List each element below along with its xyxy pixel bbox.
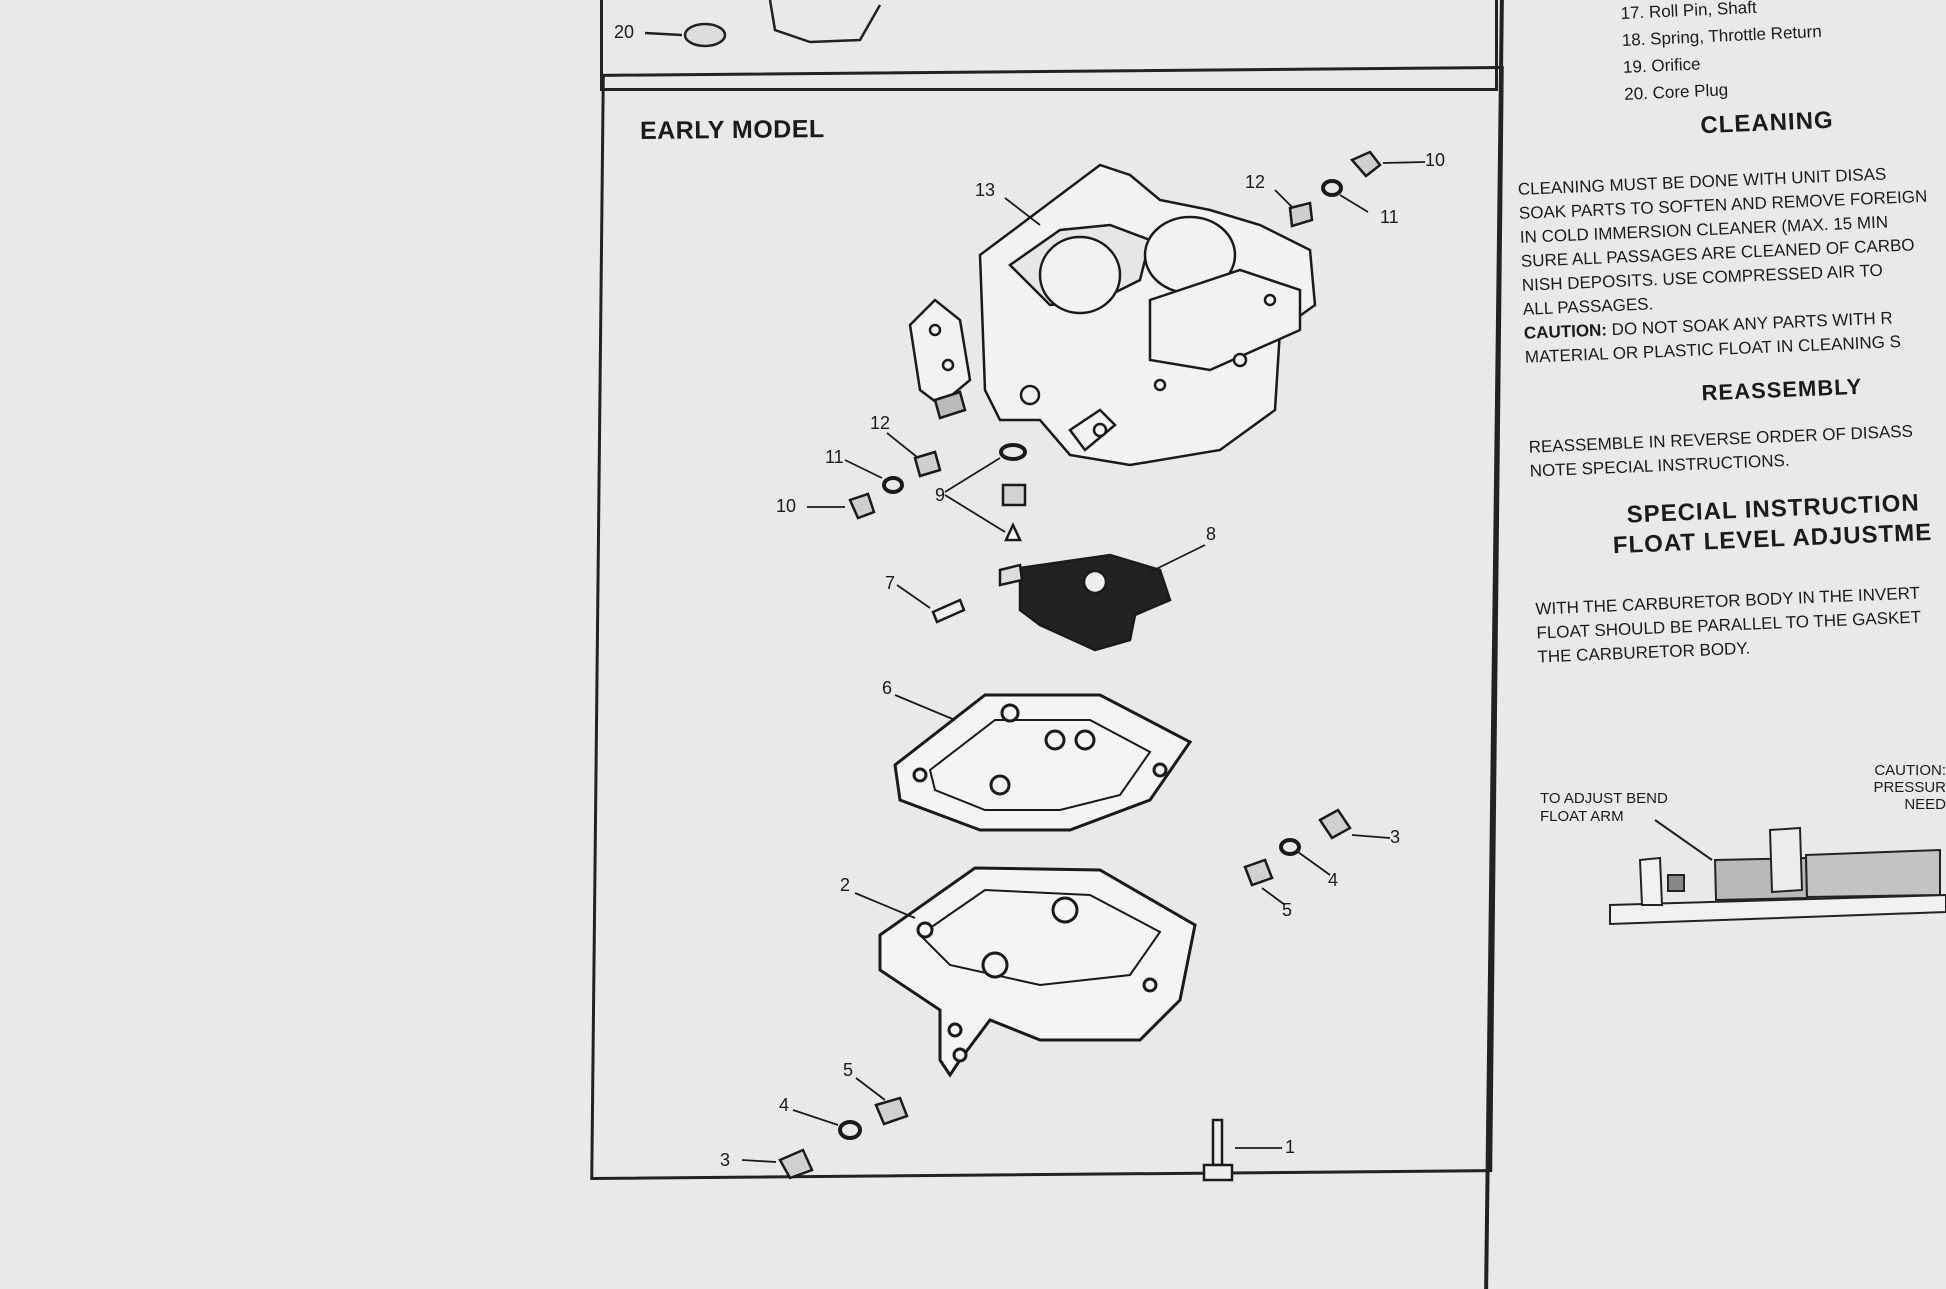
- callout-6: 6: [882, 678, 893, 698]
- callout-3-bottom: 3: [720, 1150, 731, 1170]
- callout-13: 13: [975, 180, 996, 200]
- callout-12-top: 12: [1245, 172, 1266, 192]
- upper-diagram-frame: [600, 0, 1498, 91]
- figure-caution: CAUTION: PRESSUR NEED: [1866, 762, 1946, 813]
- callout-5-bottom: 5: [843, 1060, 854, 1080]
- callout-4-bottom: 4: [779, 1095, 790, 1115]
- callout-core-plug: 20: [614, 22, 635, 42]
- callout-11-top: 11: [1380, 207, 1399, 227]
- callout-10-left: 10: [776, 496, 797, 516]
- adjust-label-line: FLOAT ARM: [1540, 808, 1624, 825]
- callout-1: 1: [1285, 1137, 1296, 1157]
- callout-2: 2: [840, 875, 851, 895]
- figure-caution-line: PRESSUR: [1873, 779, 1946, 796]
- callout-7: 7: [885, 573, 896, 593]
- callout-10-top: 10: [1425, 150, 1446, 170]
- adjust-label-line: TO ADJUST BEND: [1540, 790, 1668, 807]
- callout-8: 8: [1206, 524, 1217, 544]
- callout-12-left: 12: [870, 413, 891, 433]
- callout-5-right: 5: [1282, 900, 1293, 920]
- figure-caution-line: CAUTION:: [1874, 762, 1946, 779]
- adjust-label: TO ADJUST BEND FLOAT ARM: [1540, 790, 1668, 826]
- callout-11-left: 11: [825, 447, 844, 467]
- callout-4-right: 4: [1328, 870, 1339, 890]
- callout-3-right: 3: [1390, 827, 1401, 847]
- callout-9: 9: [935, 485, 946, 505]
- figure-caution-line: NEED: [1904, 796, 1946, 813]
